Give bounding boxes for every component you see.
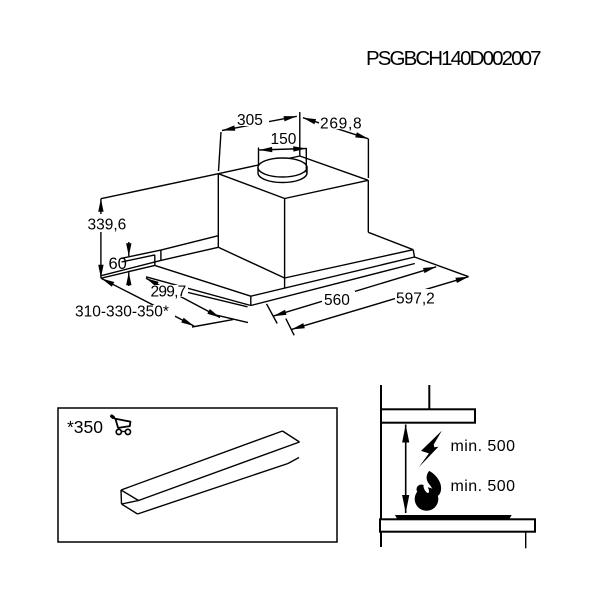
svg-text:560: 560 (324, 292, 350, 309)
svg-text:339,6: 339,6 (88, 217, 127, 234)
svg-text:min. 500: min. 500 (451, 478, 516, 495)
svg-text:min. 500: min. 500 (451, 438, 516, 455)
svg-text:299,7: 299,7 (151, 284, 186, 301)
svg-text:310-330-350*: 310-330-350* (75, 304, 169, 321)
svg-text:269,8: 269,8 (320, 116, 362, 133)
svg-text:*350: *350 (67, 417, 103, 437)
svg-text:60: 60 (109, 255, 127, 273)
svg-text:PSGBCH140D002007: PSGBCH140D002007 (366, 47, 541, 70)
svg-text:597,2: 597,2 (396, 291, 435, 308)
svg-text:150: 150 (271, 131, 297, 148)
svg-text:305: 305 (237, 112, 263, 129)
